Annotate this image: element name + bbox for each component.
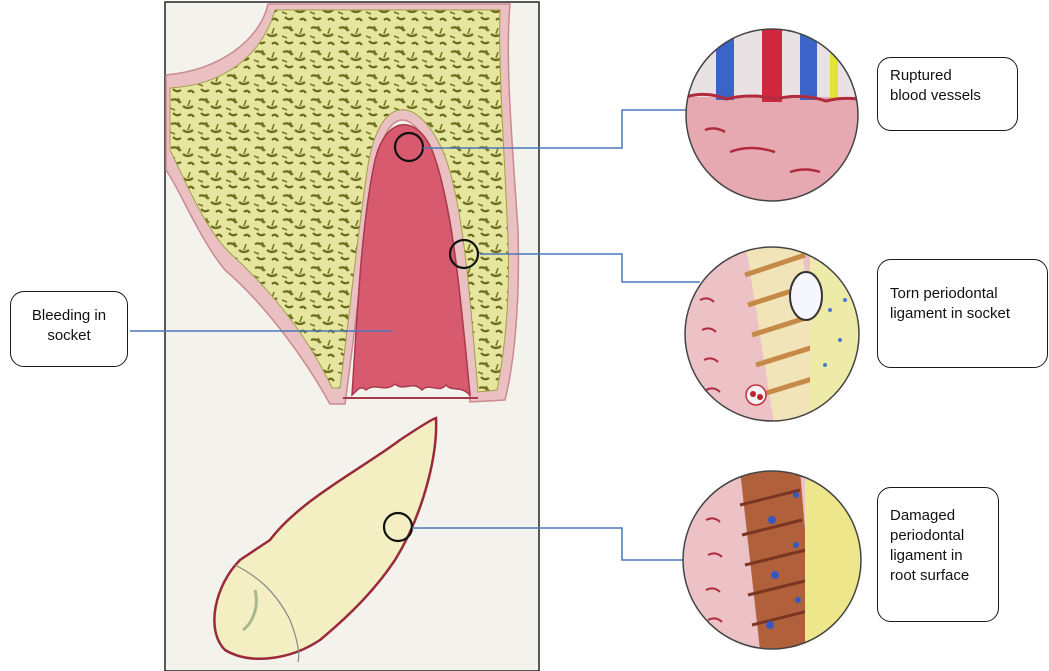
magnified-view-blood-vessels bbox=[686, 20, 858, 201]
label-damaged-ligament-root: Damaged periodontal ligament in root sur… bbox=[877, 487, 999, 622]
label-ruptured-blood-vessels: Ruptured blood vessels bbox=[877, 57, 1018, 131]
magnified-view-torn-ligament bbox=[685, 240, 870, 440]
label-bleeding-in-socket: Bleeding in socket bbox=[10, 291, 128, 367]
label-torn-ligament-in-socket: Torn periodontal ligament in socket bbox=[877, 259, 1048, 368]
magnified-view-damaged-ligament bbox=[683, 470, 865, 660]
